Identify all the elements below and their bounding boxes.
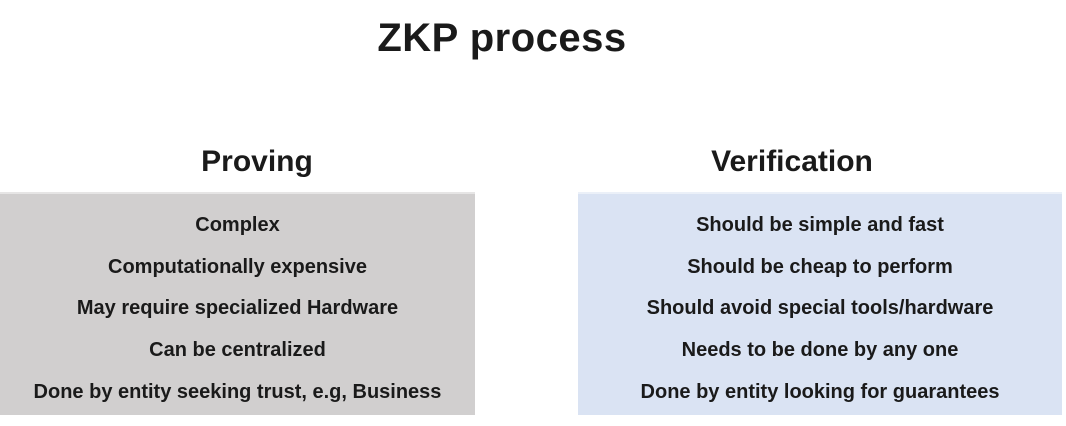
verification-item: Should be cheap to perform bbox=[687, 255, 953, 278]
verification-item: Needs to be done by any one bbox=[681, 339, 959, 362]
verification-panel: Should be simple and fast Should be chea… bbox=[578, 192, 1062, 415]
proving-item: Computationally expensive bbox=[108, 255, 367, 278]
verification-column-heading: Verification bbox=[711, 145, 873, 178]
verification-item: Should avoid special tools/hardware bbox=[646, 297, 994, 320]
proving-item: Can be centralized bbox=[149, 339, 326, 362]
verification-item: Should be simple and fast bbox=[696, 213, 944, 236]
slide-title: ZKP process bbox=[377, 16, 627, 60]
proving-column-heading: Proving bbox=[201, 145, 313, 178]
proving-item: Done by entity seeking trust, e.g, Busin… bbox=[33, 381, 442, 404]
proving-panel: Complex Computationally expensive May re… bbox=[0, 192, 475, 415]
proving-item: Complex bbox=[195, 213, 280, 236]
proving-item: May require specialized Hardware bbox=[76, 297, 399, 320]
verification-item: Done by entity looking for guarantees bbox=[640, 381, 1000, 404]
